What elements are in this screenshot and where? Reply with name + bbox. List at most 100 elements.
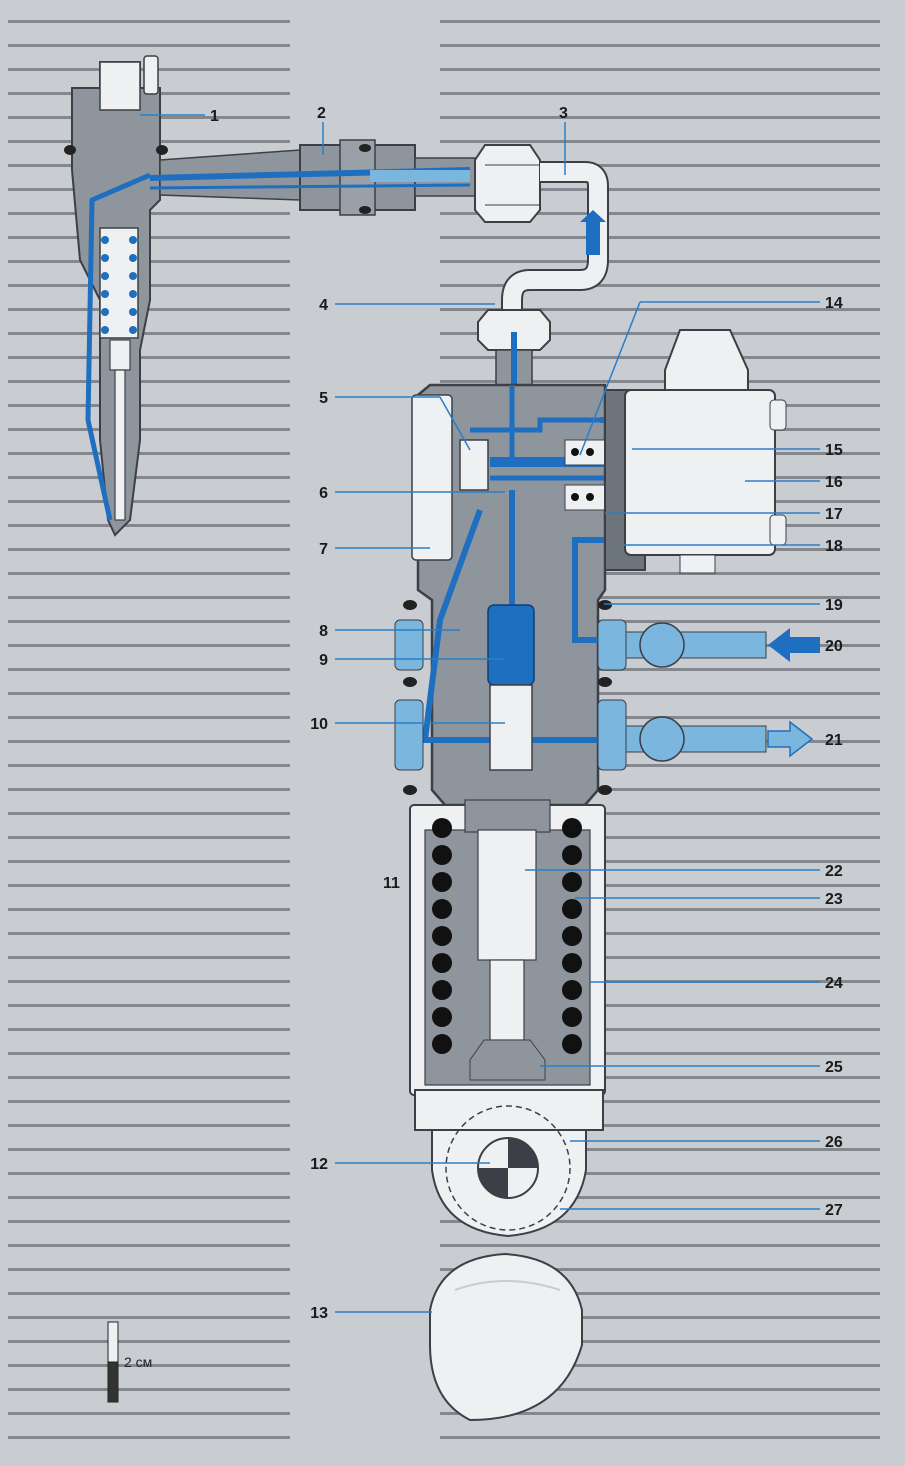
background-text-line	[8, 716, 290, 719]
background-text-line	[8, 548, 290, 551]
background-text-line	[440, 1340, 880, 1343]
background-text-line	[440, 1124, 880, 1127]
background-text-line	[8, 980, 290, 983]
background-text-line	[440, 860, 880, 863]
label-17: 17	[825, 506, 843, 523]
background-text-line	[440, 236, 880, 239]
spring-coil	[562, 845, 582, 865]
fuel-outlet-arrow	[767, 720, 814, 758]
background-text-line	[8, 884, 290, 887]
background-text-line	[440, 1436, 880, 1439]
background-text-line	[440, 668, 880, 671]
background-text-line	[440, 1052, 880, 1055]
background-text-line	[440, 188, 880, 191]
background-text-line	[440, 812, 880, 815]
label-27: 27	[825, 1202, 843, 1219]
background-text-line	[8, 1220, 290, 1223]
spring-coil	[562, 899, 582, 919]
label-14: 14	[825, 295, 843, 312]
background-text-line	[440, 1244, 880, 1247]
label-20: 20	[825, 638, 843, 655]
background-text-line	[440, 1172, 880, 1175]
spring-coil	[432, 1007, 452, 1027]
background-text-line	[440, 596, 880, 599]
spring-coil	[562, 1034, 582, 1054]
pipe-union-nut	[474, 144, 609, 318]
background-text-line	[440, 284, 880, 287]
spring-coil	[432, 818, 452, 838]
background-text-line	[8, 1268, 290, 1271]
spring-housing	[409, 799, 606, 1096]
background-text-line	[8, 956, 290, 959]
background-text-line	[8, 1148, 290, 1151]
background-text-line	[440, 836, 880, 839]
label-19: 19	[825, 597, 843, 614]
fuel-return-pipe	[625, 716, 814, 762]
roller-tappet	[414, 1089, 604, 1238]
camshaft-cam	[429, 1252, 583, 1422]
spring-coil	[562, 980, 582, 1000]
spring-coil	[432, 953, 452, 973]
background-text-line	[8, 1340, 290, 1343]
background-text-line	[440, 68, 880, 71]
background-text-line	[8, 500, 290, 503]
label-25: 25	[825, 1059, 843, 1076]
background-text-line	[8, 1244, 290, 1247]
label-11: 11	[383, 875, 400, 892]
background-text-line	[8, 1412, 290, 1415]
spring-coil	[562, 1007, 582, 1027]
nozzle-spring	[101, 236, 137, 334]
background-text-line	[8, 1436, 290, 1439]
fuel-inlet-arrow	[768, 628, 820, 662]
background-text-line	[440, 332, 880, 335]
background-text-line	[8, 404, 290, 407]
background-text-line	[8, 932, 290, 935]
background-text-line	[440, 260, 880, 263]
label-10: 10	[310, 716, 328, 733]
background-text-line	[8, 620, 290, 623]
label-15: 15	[825, 442, 843, 459]
label-12: 12	[310, 1156, 328, 1173]
background-text-line	[440, 20, 880, 23]
background-text-line	[440, 1412, 880, 1415]
scale-bar-label: 2 см	[124, 1354, 152, 1370]
background-text-line	[8, 908, 290, 911]
return-flow-arrow	[580, 210, 606, 255]
spring-coil	[432, 899, 452, 919]
background-text-line	[8, 836, 290, 839]
label-5: 5	[319, 390, 328, 407]
background-text-line	[440, 908, 880, 911]
background-text-line	[440, 1388, 880, 1391]
background-text-line	[440, 44, 880, 47]
background-text-line	[8, 740, 290, 743]
spring-coil	[562, 953, 582, 973]
background-text-line	[440, 620, 880, 623]
label-7: 7	[319, 541, 328, 558]
background-text-line	[440, 692, 880, 695]
background-text-line	[440, 92, 880, 95]
spring-coil	[432, 980, 452, 1000]
background-text-line	[8, 572, 290, 575]
label-6: 6	[319, 485, 328, 502]
background-text-line	[440, 1100, 880, 1103]
high-pressure-line	[149, 139, 486, 216]
background-text-line	[440, 1028, 880, 1031]
label-9: 9	[319, 652, 328, 669]
background-text-line	[8, 332, 290, 335]
scale-bar: 2 см	[107, 1321, 152, 1403]
background-text-line	[8, 44, 290, 47]
label-8: 8	[319, 623, 328, 640]
label-1: 1	[210, 108, 219, 125]
background-text-line	[440, 1292, 880, 1295]
background-text-line	[8, 524, 290, 527]
background-text-line	[440, 1316, 880, 1319]
background-text-line	[8, 1028, 290, 1031]
background-text-line	[440, 1196, 880, 1199]
background-text-line	[440, 308, 880, 311]
background-text-line	[440, 1076, 880, 1079]
injector-nozzle	[64, 55, 168, 537]
background-text-line	[440, 140, 880, 143]
background-text-line	[440, 1004, 880, 1007]
